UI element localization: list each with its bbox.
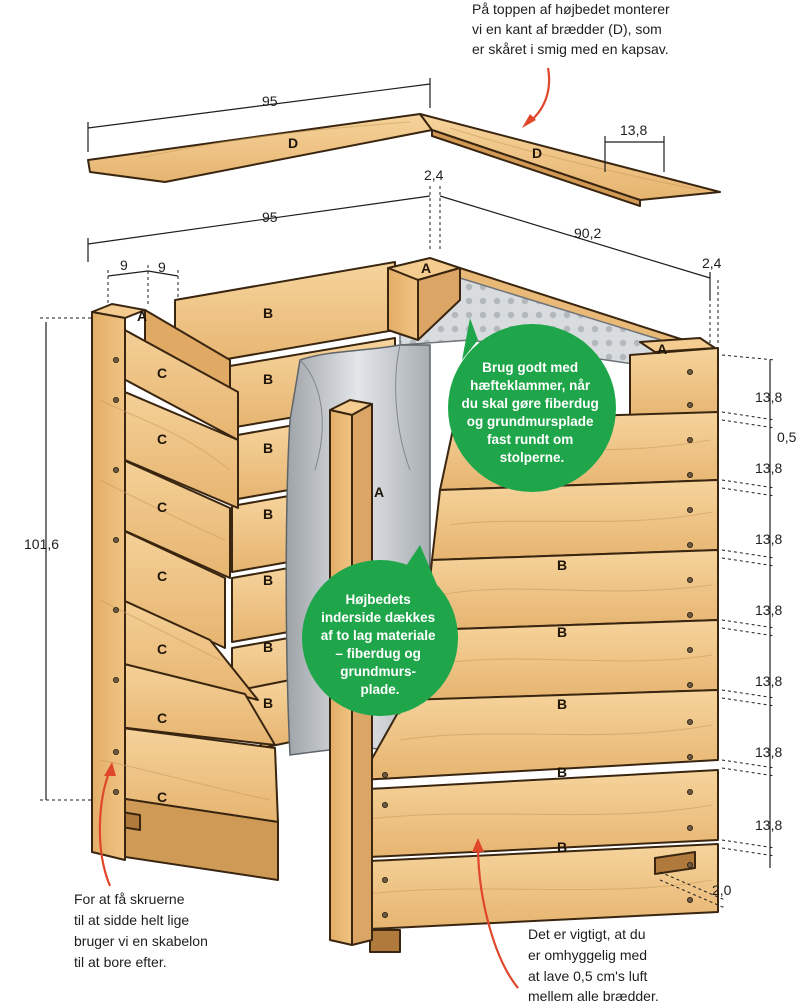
post-back: [387, 257, 461, 341]
bubble-lining-circle: [302, 560, 458, 716]
label-b-right-3: B: [557, 696, 567, 712]
label-d-right: D: [532, 145, 542, 161]
left-note: For at få skruerne til at sidde helt lig…: [74, 762, 212, 970]
dim-foot: 2,0: [712, 882, 732, 898]
post-left-face: [91, 311, 126, 861]
right-board-0: [629, 347, 719, 421]
label-a-back: A: [421, 260, 431, 276]
post-right-top: [639, 337, 716, 353]
top-note-text: På toppen af højbedet monterer vi en kan…: [472, 1, 674, 57]
top-board-d-right: [419, 113, 721, 201]
top-board-d-left: [87, 113, 433, 183]
label-b-back-2: B: [263, 371, 273, 387]
label-c-6: C: [157, 710, 167, 726]
post-right: [639, 337, 716, 353]
dim-post-right: 2,4: [702, 255, 722, 271]
label-b-back-4: B: [263, 506, 273, 522]
dim-d-length: 95: [262, 93, 278, 109]
label-b-right-4: B: [557, 764, 567, 780]
dim-board-7: 13,8: [755, 817, 782, 833]
part-labels: D D A A A A B B B B B B B B B B B B C C …: [137, 135, 667, 855]
dim-board-3: 13,8: [755, 531, 782, 547]
dim-board-1: 13,8: [755, 389, 782, 405]
dim-top-depth: 90,2: [574, 225, 601, 241]
front-foot: [369, 929, 401, 953]
bottom-note-text: Det er vigtigt, at du er omhyggelig med …: [528, 926, 659, 1004]
bubble-staples-text: Brug godt med hæfteklammer, når du skal …: [461, 360, 602, 465]
post-back-side: [417, 267, 461, 341]
dim-board-6: 13,8: [755, 744, 782, 760]
post-back-face: [387, 267, 419, 341]
label-b-right-1: B: [557, 557, 567, 573]
label-b-back-3: B: [263, 440, 273, 456]
label-b-right-2: B: [557, 624, 567, 640]
screws: [113, 356, 694, 919]
dim-d-width: 13,8: [620, 122, 647, 138]
bottom-note: Det er vigtigt, at du er omhyggelig med …: [472, 838, 659, 1004]
dim-board-5: 13,8: [755, 673, 782, 689]
label-b-back-5: B: [263, 572, 273, 588]
label-b-back-7: B: [263, 695, 273, 711]
dim-post-top: 2,4: [424, 167, 444, 183]
label-c-7: C: [157, 789, 167, 805]
left-wall: [91, 303, 279, 881]
label-c-5: C: [157, 641, 167, 657]
dim-top-width: 95: [262, 209, 278, 225]
label-a-right: A: [657, 341, 667, 357]
dimension-lines: 95 13,8 2,4 95 90,2 2,4 9 9 101,6: [24, 78, 797, 909]
dim-post-a: 9: [120, 257, 128, 273]
dim-height: 101,6: [24, 536, 59, 552]
label-c-3: C: [157, 499, 167, 515]
right-foot: [654, 851, 696, 875]
dim-board-4: 13,8: [755, 602, 782, 618]
top-boards: [87, 113, 721, 207]
bubble-lining: Højbedets inderside dækkes af to lag mat…: [302, 545, 458, 716]
top-note: På toppen af højbedet monterer vi en kan…: [472, 1, 674, 128]
label-c-4: C: [157, 568, 167, 584]
dim-board-2: 13,8: [755, 460, 782, 476]
right-board-5: [359, 689, 719, 781]
label-c-1: C: [157, 365, 167, 381]
right-board-2: [431, 479, 719, 561]
bubble-lining-text: Højbedets inderside dækkes af to lag mat…: [321, 592, 440, 697]
label-a-left: A: [137, 308, 147, 324]
top-board-d-edge: [431, 129, 641, 207]
label-d-left: D: [288, 135, 298, 151]
label-b-back-1: B: [263, 305, 273, 321]
dim-post-b: 9: [158, 259, 166, 275]
bubble-staples: Brug godt med hæfteklammer, når du skal …: [448, 318, 616, 492]
left-note-text: For at få skruerne til at sidde helt lig…: [74, 891, 212, 970]
label-a-front: A: [374, 484, 384, 500]
bubble-staples-circle: [448, 324, 616, 492]
label-b-back-6: B: [263, 639, 273, 655]
label-b-right-5: B: [557, 839, 567, 855]
label-c-2: C: [157, 431, 167, 447]
dim-gap: 0,5: [777, 429, 797, 445]
